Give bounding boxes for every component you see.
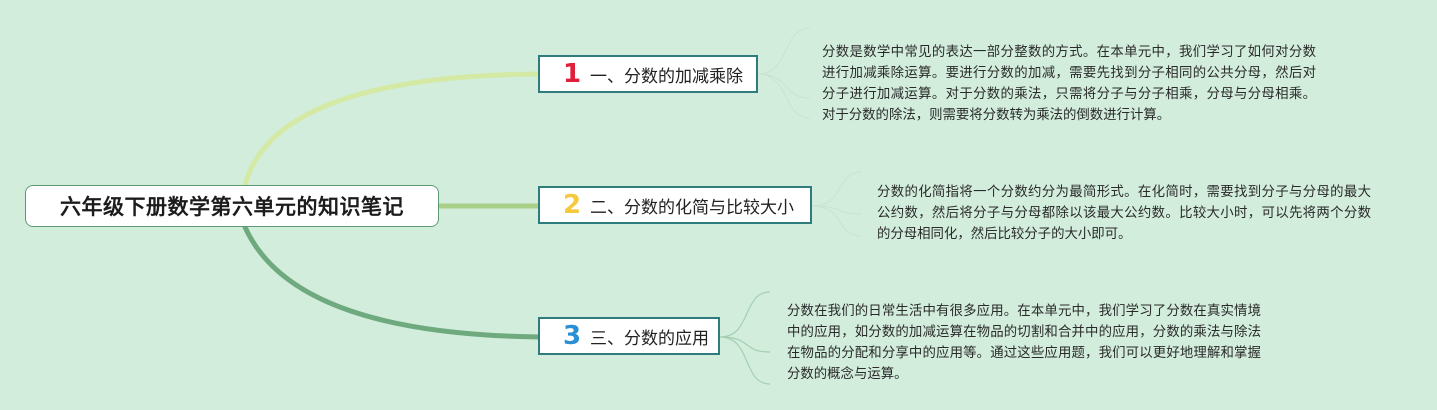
connector-root-to-branch-3 bbox=[242, 224, 543, 340]
branch-label: 二、分数的化简与比较大小 bbox=[590, 197, 794, 218]
root-title: 六年级下册数学第六单元的知识笔记 bbox=[60, 195, 404, 219]
note-bracket-2 bbox=[811, 171, 863, 237]
branch-note-3: 分数在我们的日常生活中有很多应用。在本单元中，我们学习了分数在真实情境中的应用，… bbox=[787, 304, 1261, 382]
note-bracket-1 bbox=[757, 27, 811, 119]
branch-topic-3[interactable]: 3 三、分数的应用 bbox=[538, 317, 720, 355]
number-3-icon: 3 bbox=[562, 321, 582, 351]
branch-topic-2[interactable]: 2 二、分数的化简与比较大小 bbox=[538, 186, 812, 224]
branch-label: 一、分数的加减乘除 bbox=[590, 66, 743, 87]
note-bracket-3 bbox=[719, 291, 771, 385]
connector-root-to-branch-1 bbox=[242, 71, 543, 188]
branch-topic-1[interactable]: 1 一、分数的加减乘除 bbox=[538, 55, 758, 93]
root-topic[interactable]: 六年级下册数学第六单元的知识笔记 bbox=[25, 185, 439, 227]
branch-note-1: 分数是数学中常见的表达一部分整数的方式。在本单元中，我们学习了如何对分数进行加减… bbox=[822, 45, 1316, 123]
number-1-icon: 1 bbox=[562, 59, 582, 89]
number-2-icon: 2 bbox=[562, 190, 582, 220]
branch-label: 三、分数的应用 bbox=[590, 328, 709, 349]
branch-note-2: 分数的化简指将一个分数约分为最简形式。在化简时，需要找到分子与分母的最大公约数，… bbox=[877, 185, 1371, 242]
